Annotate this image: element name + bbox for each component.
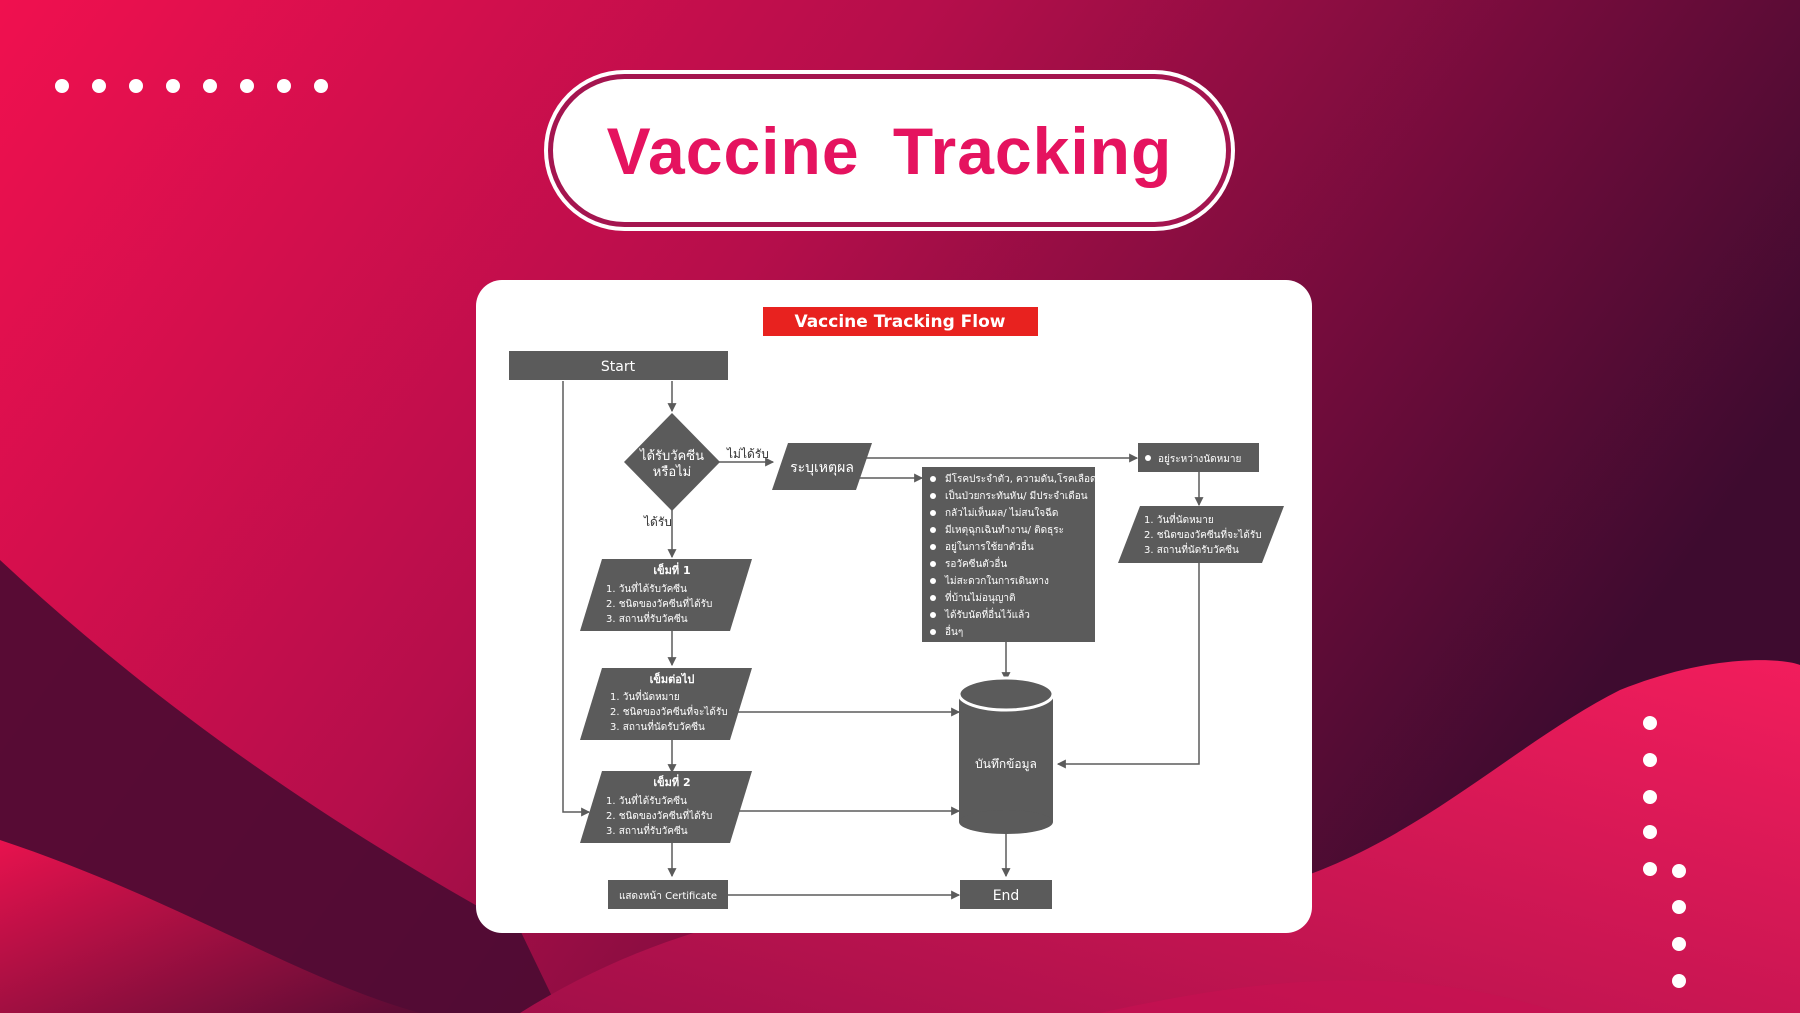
next-dose-node	[580, 668, 752, 740]
next-dose-item: 1. วันที่นัดหมาย	[610, 689, 680, 703]
reasons-list-box	[922, 467, 1095, 642]
database-label: บันทึกข้อมูล	[975, 757, 1037, 772]
reason-node	[772, 443, 872, 490]
flowchart-card: Vaccine Tracking Flow Start ได้รับวัคซีน…	[476, 280, 1312, 933]
dose2-title: เข็มที่ 2	[653, 774, 690, 789]
appointment-node	[1118, 506, 1284, 563]
reason-item: ได้รับนัดที่อื่นไว้แล้ว	[944, 607, 1030, 621]
waiting-label: อยู่ระหว่างนัดหมาย	[1158, 454, 1241, 465]
start-node	[509, 351, 728, 380]
reason-item: กลัวไม่เห็นผล/ ไม่สนใจฉีด	[945, 505, 1058, 519]
appointment-item: 1. วันที่นัดหมาย	[1144, 512, 1214, 526]
appointment-item: 3. สถานที่นัดรับวัคซีน	[1144, 542, 1239, 556]
dose2-item: 1. วันที่ได้รับวัคซีน	[606, 793, 687, 807]
reason-item: ไม่สะดวกในการเดินทาง	[944, 575, 1049, 587]
waiting-node	[1138, 443, 1259, 472]
reason-item: เป็นป่วยกระทันหัน/ มีประจำเดือน	[945, 488, 1088, 502]
dose2-item: 3. สถานที่รับวัคซีน	[606, 823, 688, 837]
dose1-item: 2. ชนิดของวัคซีนที่ได้รับ	[606, 596, 712, 610]
connectors	[562, 381, 1204, 900]
reason-item: มีโรคประจำตัว, ความดัน,โรคเลือด	[945, 472, 1097, 485]
dose1-item: 3. สถานที่รับวัคซีน	[606, 611, 688, 625]
flowchart: Vaccine Tracking Flow Start ได้รับวัคซีน…	[509, 307, 1284, 909]
dose2-item: 2. ชนิดของวัคซีนที่ได้รับ	[606, 808, 712, 822]
flowchart-title: Vaccine Tracking Flow	[794, 312, 1005, 332]
reason-item: รอวัคซีนตัวอื่น	[945, 556, 1007, 570]
certificate-label: แสดงหน้า Certificate	[619, 890, 717, 902]
title-pill: Vaccine Tracking	[553, 79, 1226, 222]
no-branch-label: ไม่ได้รับ	[726, 447, 769, 461]
decision-diamond	[624, 413, 720, 511]
flowchart-title-banner	[763, 307, 1038, 336]
decision-line-2: หรือไม่	[653, 464, 691, 480]
reason-item: อยู่ในการใช้ยาตัวอื่น	[945, 539, 1034, 553]
database-icon	[957, 676, 1055, 834]
start-label: Start	[601, 359, 636, 375]
reason-item: อื่นๆ	[945, 624, 963, 638]
reason-label: ระบุเหตุผล	[790, 460, 854, 476]
certificate-node	[608, 880, 728, 909]
next-dose-title: เข็มต่อไป	[650, 672, 695, 686]
end-label: End	[993, 888, 1020, 904]
dose1-title: เข็มที่ 1	[653, 562, 690, 577]
page-title: Vaccine Tracking	[606, 113, 1173, 188]
end-node	[960, 880, 1052, 909]
dose1-node	[580, 559, 752, 631]
reason-item: มีเหตุฉุกเฉินทำงาน/ ติดธุระ	[945, 524, 1064, 536]
yes-branch-label: ได้รับ	[643, 515, 672, 529]
appointment-item: 2. ชนิดของวัคซีนที่จะได้รับ	[1144, 527, 1262, 541]
next-dose-item: 2. ชนิดของวัคซีนที่จะได้รับ	[610, 704, 728, 718]
reason-item: ที่บ้านไม่อนุญาติ	[945, 590, 1015, 604]
decision-line-1: ได้รับวัคซีน	[639, 448, 704, 464]
next-dose-item: 3. สถานที่นัดรับวัคซีน	[610, 719, 705, 733]
dose2-node	[580, 771, 752, 843]
dose1-item: 1. วันที่ได้รับวัคซีน	[606, 581, 687, 595]
reasons-list: มีโรคประจำตัว, ความดัน,โรคเลือด เป็นป่วย…	[930, 472, 1097, 638]
